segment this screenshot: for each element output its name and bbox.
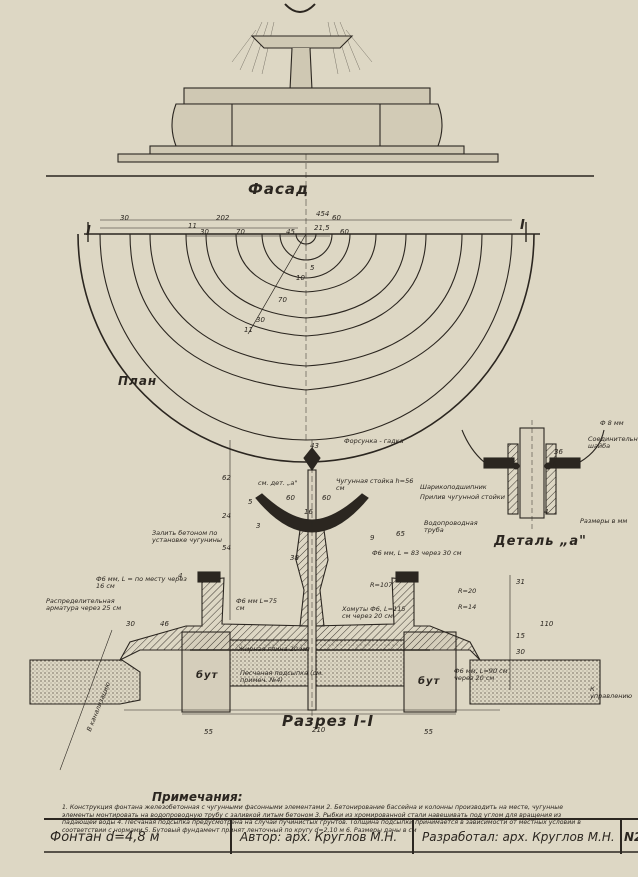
detail-bearing: Шарикоподшипник [420,483,487,491]
section-dim-54: 54 [222,544,231,552]
detail-a-view [461,420,605,530]
section-dim-43: 43 [310,442,319,450]
label-control: К управлению [590,685,633,700]
plan-dim-30b: 30 [200,228,209,236]
section-dim-65: 65 [396,530,405,538]
plan-dim-total: 454 [316,210,330,218]
section-dim-55b: 55 [424,728,433,736]
notes-block: Примечания: 1. Конструкция фонтана желез… [62,790,582,834]
section-dim-110: 110 [540,620,554,628]
label-fill-concrete: Залить бетоном по установке чугунины [152,529,223,544]
section-dim-4: 4 [178,572,183,580]
detail-dia8: Ф 8 мм [600,419,624,427]
label-clamps: Хомуты Ф6, L=115 см через 20 см [342,605,406,620]
label-r14: R=14 [458,603,477,611]
plan-dim-21: 21,5 [314,224,330,232]
section-dim-38: 38 [290,554,299,562]
label-see-detail: см. дет. „а" [258,479,298,487]
section-dim-24: 24 [222,512,231,520]
plan-radial-11: 11 [244,326,253,334]
section-dim-31: 31 [516,578,525,586]
plan-section-mark-left: I [86,224,92,239]
section-dim-30v: 30 [516,648,525,656]
plan-radial-5: 5 [310,264,315,272]
label-r20: R=20 [458,587,477,595]
notes-heading: Примечания: [152,790,243,804]
section-dim-9: 9 [370,534,375,542]
detail-dim-16: 16 [548,460,557,468]
label-rebar-75: Ф6 мм L=75 см [236,597,278,612]
facade-title: Фасад [248,180,310,198]
plan-dim-202: 202 [216,214,230,222]
section-dim-55a: 55 [204,728,213,736]
plan-radial-30: 30 [256,316,265,324]
detail-bearing2: Прилив чугунной стойки [420,493,505,501]
plan-radial-70: 70 [278,296,287,304]
section-dim-210: 210 [312,726,326,734]
plan-dim-60: 60 [332,214,341,222]
section-dim-16: 16 [304,508,313,516]
title-sheet-no: N2 [620,820,638,854]
label-rebar-local: Ф6 мм, L = по месту через 16 см [96,575,187,590]
section-view [29,440,601,771]
title-author: Автор: арх. Круглов М.Н. [230,820,412,854]
section-dim-62: 62 [222,474,231,482]
notes-text: 1. Конструкция фонтана железобетонная с … [62,804,581,834]
plan-dim-11: 11 [188,222,197,230]
plan-radial-10: 10 [296,274,305,282]
detail-title: Деталь „а" [494,534,587,549]
section-title: Разрез I-I [282,712,375,730]
plan-dim-30: 30 [120,214,129,222]
label-rubble-right: бут [418,676,441,687]
plan-view [77,200,540,463]
detail-dim-4: 4 [544,508,549,516]
label-distribution: Распределительная арматура через 25 см [46,597,122,612]
label-clay: Жирная глина 20 мм [238,645,310,653]
section-dim-30: 30 [126,620,135,628]
section-dim-5: 5 [248,498,253,506]
title-name: Фонтан d=4,8 м [50,829,160,845]
detail-pipe: Водопроводная труба [424,519,478,534]
label-sand: Песчаная подсыпка (см. примеч. №4) [240,669,324,684]
plan-dim-70: 70 [236,228,245,236]
label-rubble-left: бут [196,670,219,681]
facade-view [46,3,594,200]
label-rebar-83: Ф6 мм, L = 83 через 30 см [372,549,462,557]
detail-coupling: Соединительная шайба [588,435,638,450]
label-cast-post: Чугунная стойка h=56 см [336,477,414,492]
title-block: Фонтан d=4,8 м Автор: арх. Круглов М.Н. … [44,818,638,854]
label-rebar-90: Ф6 мм, L=90 см через 20 см [454,667,508,682]
plan-dim-45: 45 [286,228,295,236]
plan-title: План [118,374,158,388]
section-dim-15: 15 [516,632,525,640]
section-dim-46: 46 [160,620,169,628]
section-dim-60b: 60 [322,494,331,502]
detail-dim-36: 36 [554,448,563,456]
detail-sizes: Размеры в мм [580,517,628,525]
label-nozzle: Форсунка - гадка [344,437,404,445]
plan-dim-60b: 60 [340,228,349,236]
label-r107: R=107 [370,581,393,589]
section-dim-3: 3 [256,522,261,530]
section-dim-60: 60 [286,494,295,502]
title-developer: Разработал: арх. Круглов М.Н. [412,820,620,854]
plan-section-mark-right: I [520,218,526,233]
